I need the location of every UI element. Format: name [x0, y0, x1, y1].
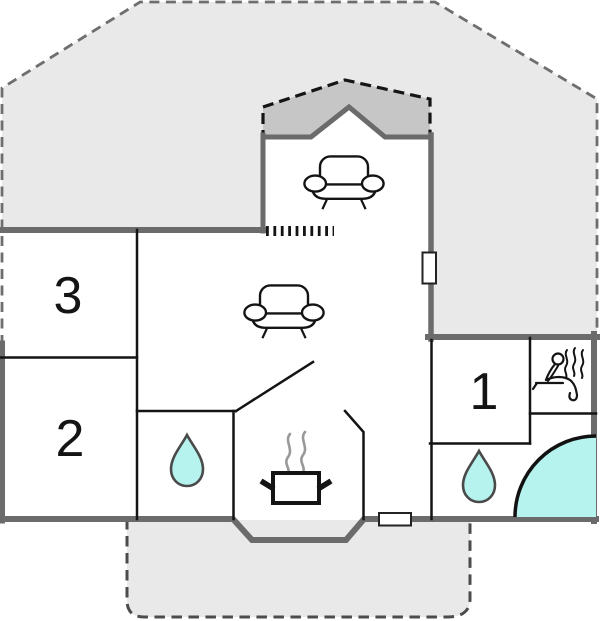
sofa-leg-left	[321, 198, 329, 210]
pot-body	[271, 471, 321, 505]
shower-arc	[513, 434, 597, 518]
room-label-2: 2	[56, 410, 85, 468]
wall-chevron-top	[260, 103, 434, 140]
pot-handle-right	[316, 478, 333, 492]
steam-line	[285, 432, 292, 477]
terrace-bottom	[125, 519, 472, 619]
water-drop-icon	[169, 432, 205, 488]
porch-canopy-dashed-border	[261, 78, 432, 141]
wall-kitchen-partition	[343, 409, 365, 521]
sofa-leg-left	[261, 327, 269, 339]
sofa-icon	[303, 155, 385, 210]
sofa-backrest	[318, 155, 370, 188]
terrace-bottom-area	[127, 520, 470, 617]
terrace-top-area	[2, 2, 597, 336]
water-drop-icon	[461, 448, 497, 504]
steam-line	[572, 347, 577, 377]
cooking-pot-icon	[259, 430, 333, 505]
sofa-armrest-right	[300, 303, 325, 322]
sauna-person-icon	[531, 347, 585, 402]
person-back	[544, 362, 557, 382]
person-leg	[544, 375, 579, 402]
person-head	[551, 352, 565, 366]
steam-line	[564, 349, 569, 379]
sofa-leg-right	[299, 327, 307, 339]
window-bottom-wall	[378, 512, 412, 527]
terrace-top	[0, 0, 599, 345]
sauna-bench	[531, 381, 565, 391]
steam-line	[580, 349, 585, 379]
shower-area	[515, 436, 596, 517]
sofa-armrest-right	[360, 174, 385, 193]
terrace-top-dashed-border	[0, 0, 599, 345]
window-right-wall	[421, 251, 437, 285]
sofa-leg-right	[359, 198, 367, 210]
shower-icon	[513, 434, 597, 518]
sofa-armrest-left	[243, 303, 268, 322]
room-label-3: 3	[54, 267, 83, 325]
sofa-backrest	[258, 284, 310, 317]
terrace-bottom-dashed-border	[125, 519, 472, 619]
interior-walls	[0, 228, 598, 521]
pot-handle-left	[259, 478, 276, 492]
sofa-armrest-left	[303, 174, 328, 193]
sofa-icon	[243, 284, 325, 339]
steam-line	[300, 430, 307, 475]
wall-diagonal-hall	[234, 360, 315, 413]
room-label-1: 1	[470, 363, 499, 421]
